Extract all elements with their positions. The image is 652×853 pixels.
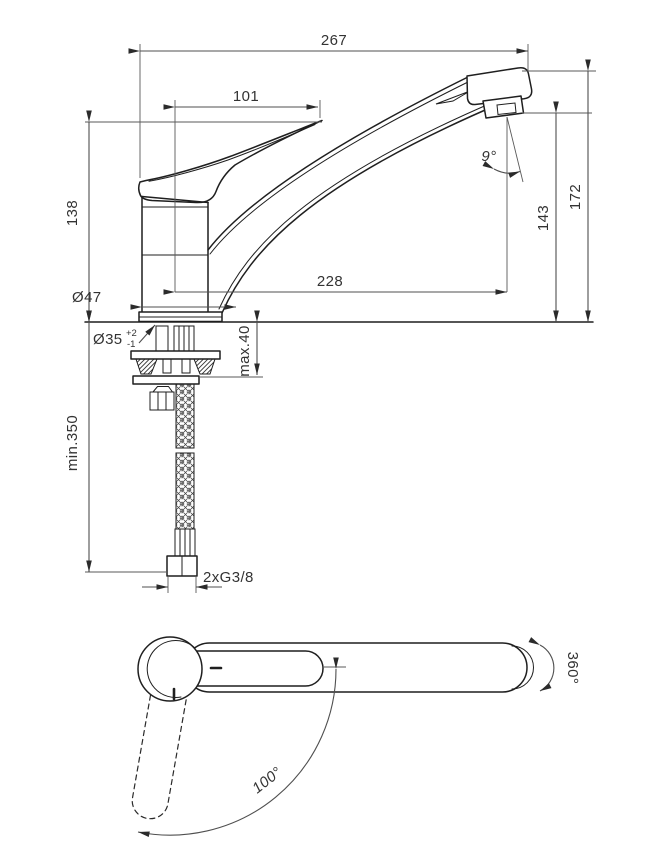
dimension-spout-swivel: 360° [528, 637, 581, 692]
angle-9-label: 9° [481, 148, 496, 165]
dim-101-label: 101 [233, 88, 259, 105]
dimension-handle-height: 138 [64, 110, 92, 322]
dimension-spout-reach: 228 [163, 117, 508, 295]
dim-143-label: 143 [535, 205, 552, 231]
top-view-drawing: 100° 360° [131, 636, 581, 837]
dimension-max-deck-thickness: max.40 [199, 310, 263, 378]
dimension-overall-length: 267 [128, 32, 529, 178]
spout-head [466, 67, 533, 106]
diam-35-tol-plus: +2 [126, 328, 137, 339]
dim-138-label: 138 [64, 200, 81, 226]
dimension-min-hose-length: min.350 [64, 310, 167, 573]
dimension-overall-height: 172 [522, 59, 596, 322]
dim-172-label: 172 [567, 184, 584, 210]
side-view-drawing: 267 101 138 min.350 228 [64, 32, 596, 593]
dimension-handle-length: 101 [163, 88, 321, 118]
handle-side-outline [138, 119, 323, 204]
dimension-outlet-angle: 9° [481, 116, 524, 183]
angle-100-label: 100° [249, 764, 285, 797]
dim-min350-label: min.350 [64, 415, 81, 471]
diam-47-label: Ø47 [72, 289, 102, 306]
dim-228-label: 228 [317, 273, 343, 290]
spout-outline [207, 67, 533, 314]
supply-hose [149, 383, 198, 577]
mounting-hardware [130, 325, 221, 385]
diam-35-tol-minus: -1 [127, 339, 135, 350]
dimension-hole-diameter: Ø35 +2 -1 [93, 324, 156, 350]
dimension-connection-thread: 2xG3/8 [142, 569, 254, 593]
faucet-side-outline [84, 67, 594, 577]
max-40-label: max.40 [236, 325, 253, 377]
body-outline [138, 195, 223, 323]
dim-267-label: 267 [321, 32, 347, 49]
diam-35-label: Ø35 [93, 331, 123, 348]
dimension-outlet-height: 143 [522, 101, 592, 322]
connection-label: 2xG3/8 [203, 569, 254, 586]
handle-rotated-dashed-outline [131, 684, 189, 820]
dimension-base-diameter: Ø47 [72, 289, 236, 310]
angle-360-label: 360° [564, 652, 581, 685]
